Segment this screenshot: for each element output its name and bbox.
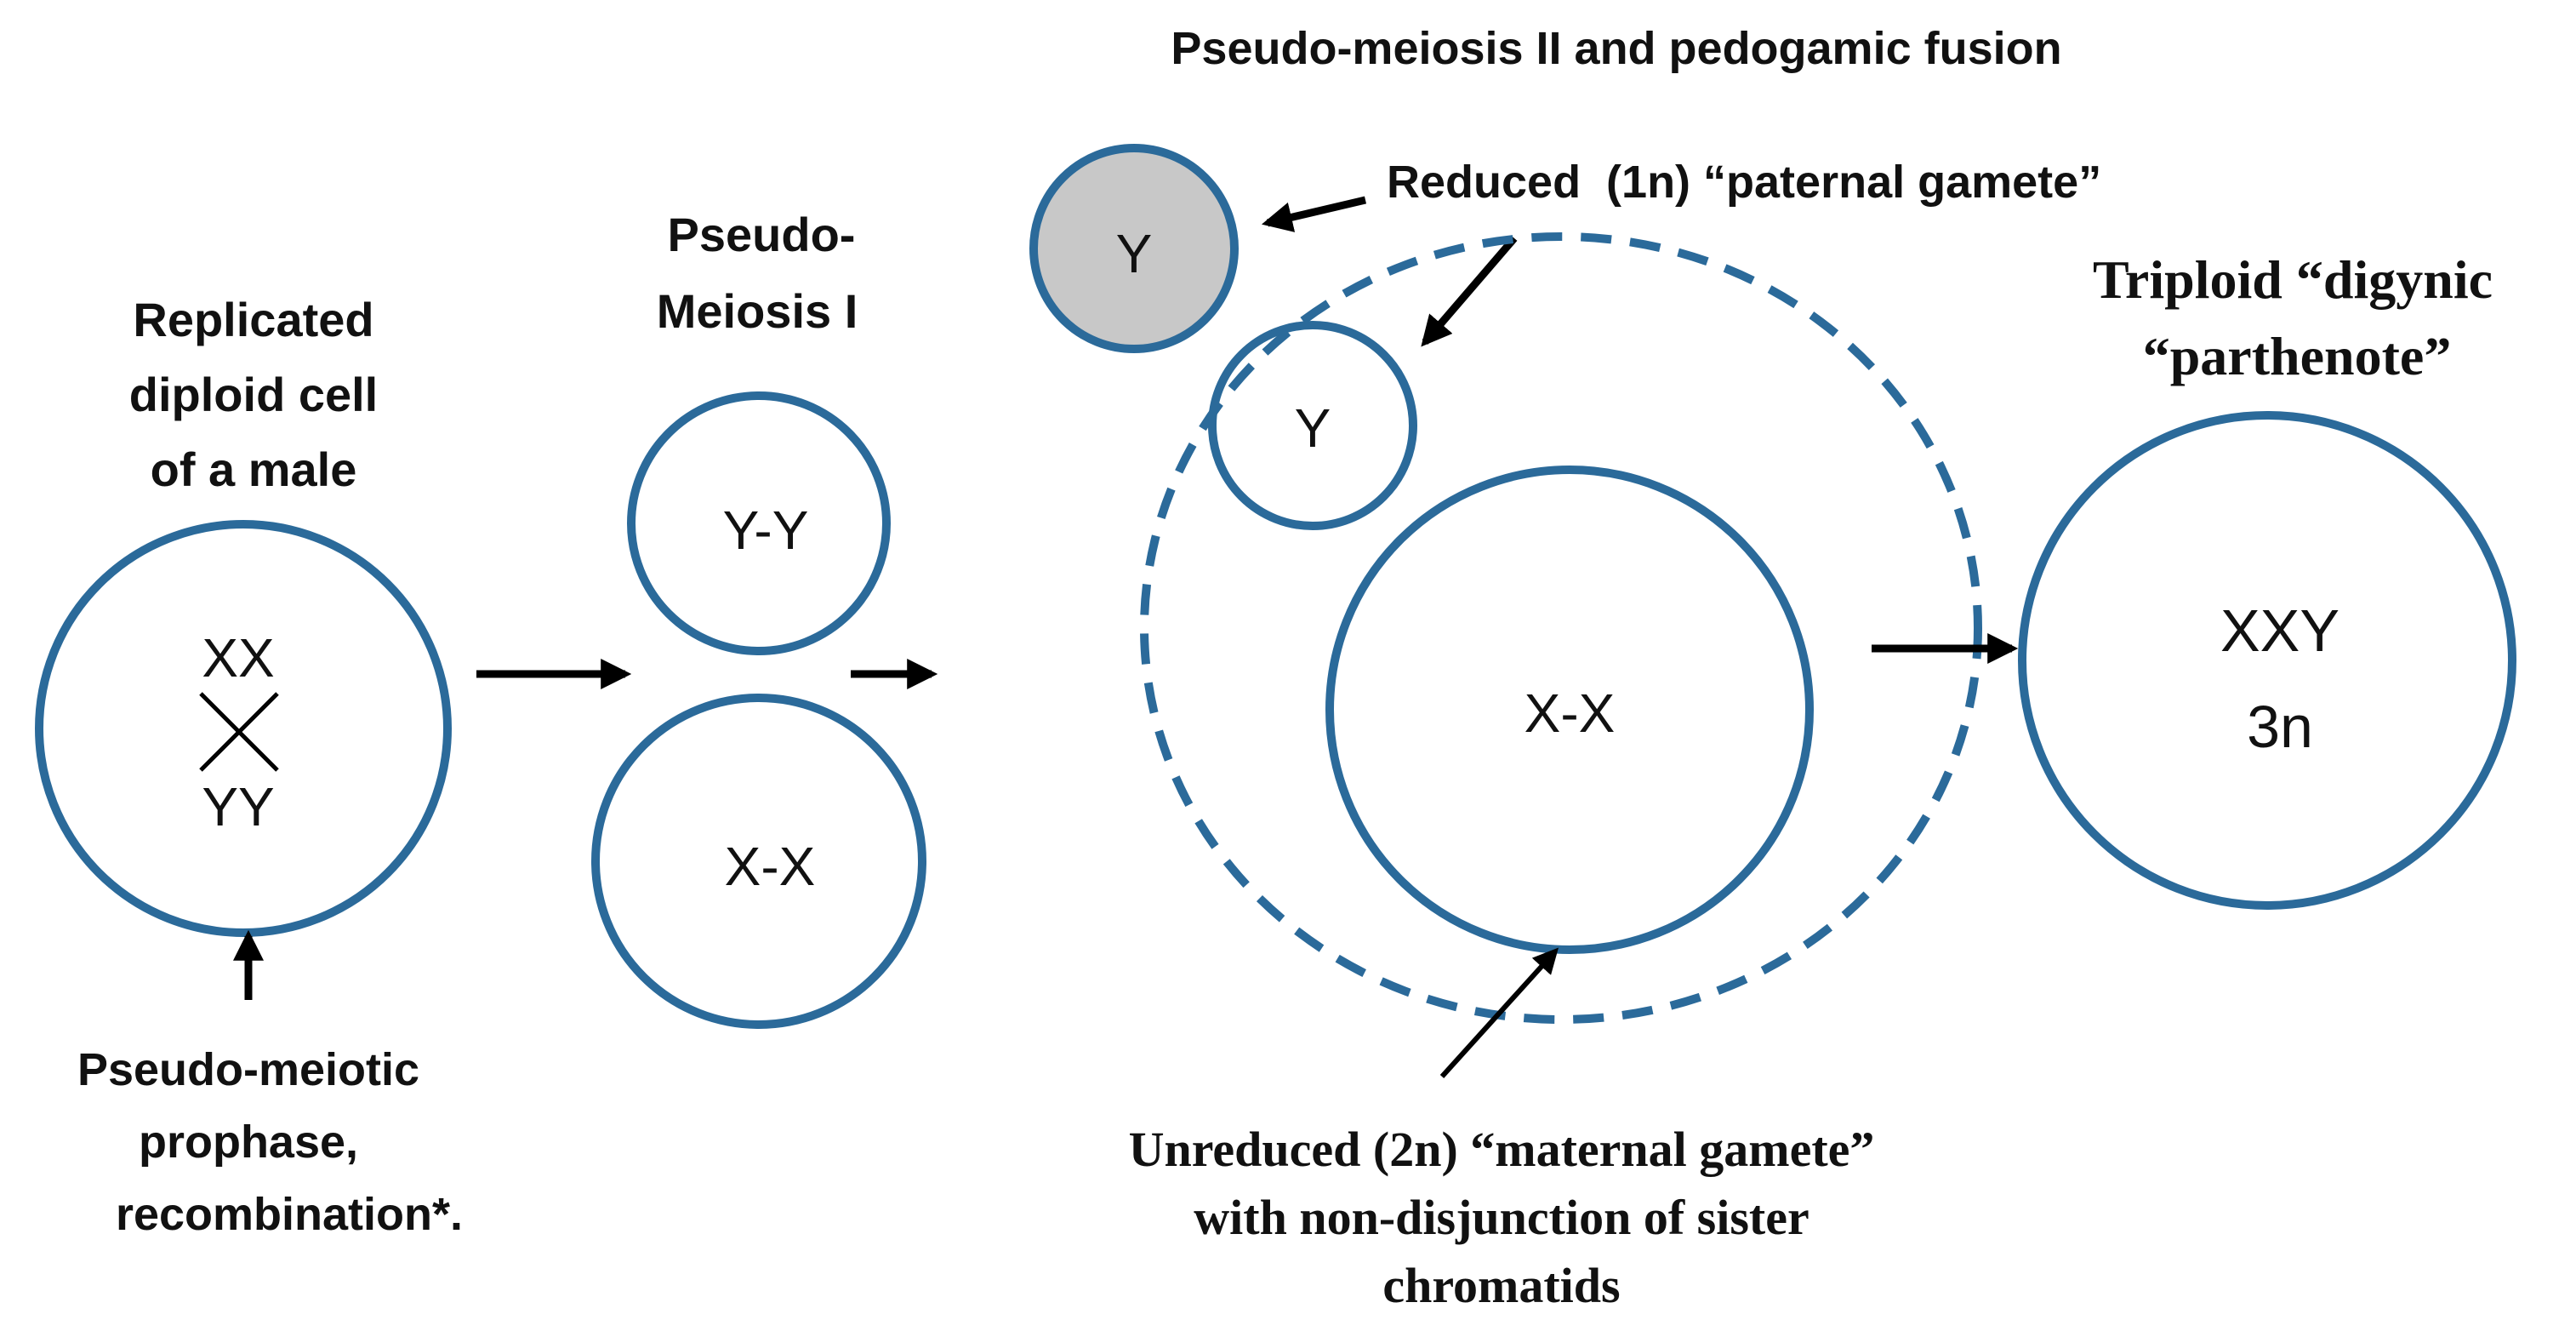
arrow-to-maternal-gamete xyxy=(1439,947,1559,1079)
triploid-cell-karyotype: XXY xyxy=(2220,597,2339,664)
crossover-icon xyxy=(199,692,279,772)
diploid-cell-yy: YY xyxy=(202,776,274,837)
maternal-gamete-label-line2: with non-disjunction of sister xyxy=(1194,1190,1809,1245)
maternal-gamete-label-line1: Unreduced (2n) “maternal gamete” xyxy=(1129,1122,1875,1177)
stage1-label-line2: diploid cell xyxy=(129,368,378,421)
stage2-label-line2: Meiosis I xyxy=(657,284,858,338)
prophase-label: Pseudo-meiotic prophase, recombination*. xyxy=(77,1044,463,1240)
prophase-label-line3: recombination*. xyxy=(116,1189,463,1240)
maternal-gamete-cell xyxy=(1325,466,1814,954)
arrow-to-gray-gamete xyxy=(1261,196,1367,232)
prophase-label-line1: Pseudo-meiotic xyxy=(77,1044,419,1095)
triploid-cell-ploidy: 3n xyxy=(2247,694,2313,760)
meiosis1-cell-upper xyxy=(627,391,891,655)
fusion-boundary-dashed xyxy=(1140,232,1982,1024)
small-gamete-text: Y xyxy=(1295,397,1331,459)
small-gamete-cell xyxy=(1208,321,1417,530)
paternal-gamete-gray xyxy=(1029,144,1239,353)
paternal-gamete-gray-text: Y xyxy=(1116,223,1153,284)
stage1-label-line1: Replicated xyxy=(133,293,373,346)
meiosis1-cell-lower-text: X-X xyxy=(725,836,816,897)
stage1-label: Replicated diploid cell of a male xyxy=(129,293,378,496)
triploid-cell xyxy=(2018,411,2516,910)
meiosis1-cell-upper-text: Y-Y xyxy=(723,500,809,561)
maternal-gamete-text: X-X xyxy=(1525,683,1616,744)
diploid-cell-xx: XX xyxy=(202,627,274,688)
stage4-label-line1: Triploid “digynic xyxy=(2093,249,2493,310)
stage2-label-line1: Pseudo- xyxy=(668,208,856,261)
stage4-label: Triploid “digynic “parthenote” xyxy=(2093,249,2493,386)
diagram-title: Pseudo-meiosis II and pedogamic fusion xyxy=(1171,23,2061,74)
paternal-gamete-label: Reduced (1n) “paternal gamete” xyxy=(1387,157,2101,208)
meiosis1-cell-lower xyxy=(591,694,926,1029)
prophase-label-line2: prophase, xyxy=(139,1117,358,1168)
arrow-to-small-gamete xyxy=(1421,236,1518,347)
stage1-label-line3: of a male xyxy=(151,443,357,496)
maternal-gamete-label-line3: chromatids xyxy=(1382,1258,1620,1313)
stage2-label: Pseudo- Meiosis I xyxy=(657,208,858,338)
maternal-gamete-label: Unreduced (2n) “maternal gamete” with no… xyxy=(1129,1122,1875,1313)
stage4-label-line2: “parthenote” xyxy=(2143,326,2452,386)
